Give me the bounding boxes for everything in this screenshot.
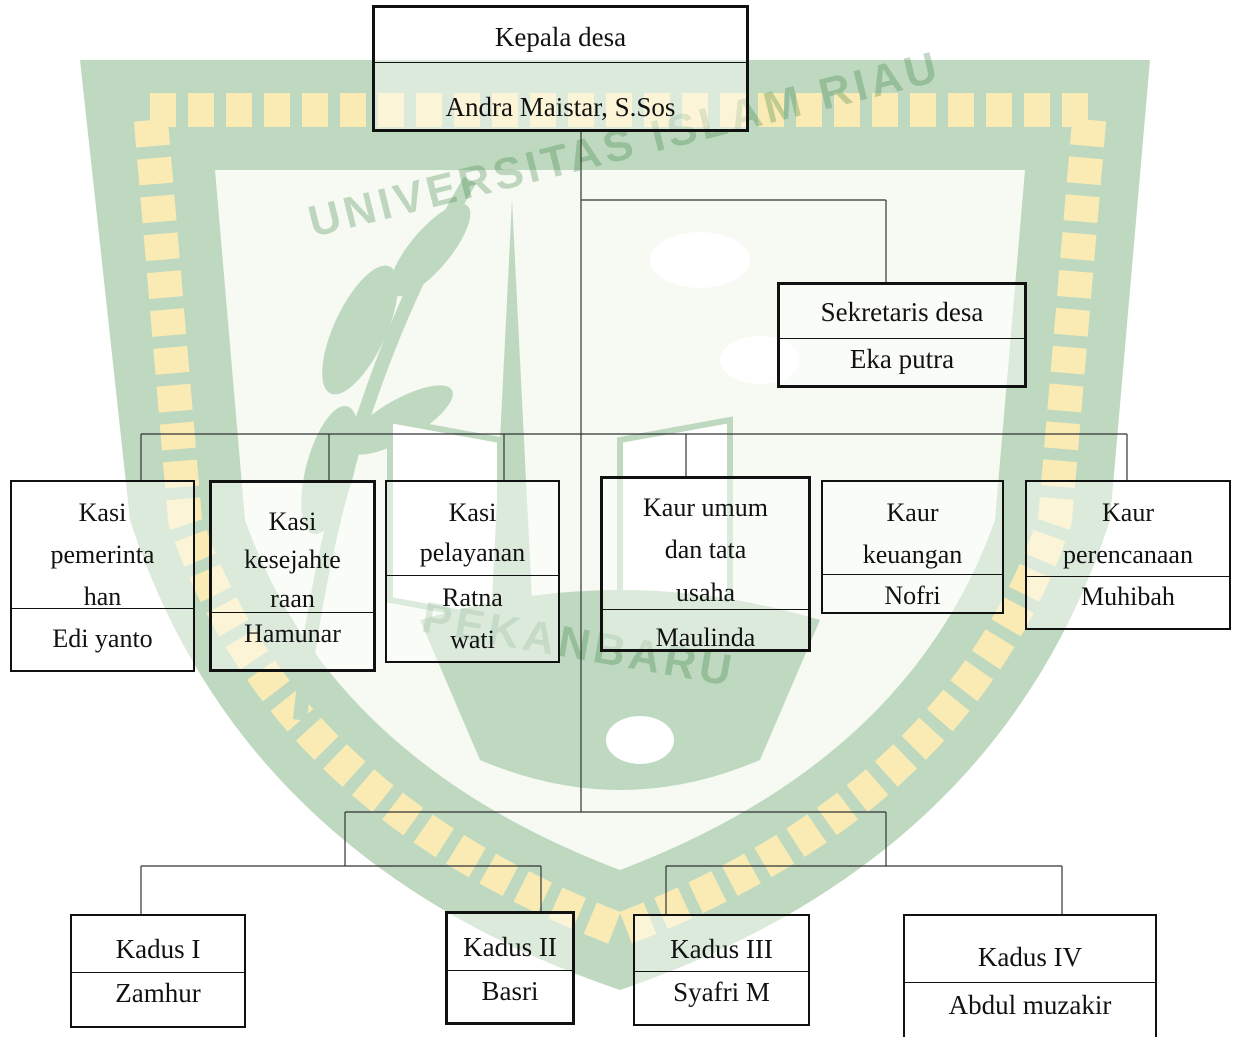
staff-divider (603, 609, 808, 610)
staff-box-2: Kasi kesejahte raan Hamunar (209, 480, 376, 672)
hamlet-divider (448, 970, 572, 971)
hamlet-divider (72, 972, 244, 973)
hamlet-name: Zamhur (115, 978, 201, 1008)
staff-title-line: Kasi (78, 498, 127, 527)
hamlet-box-2: Kadus II Basri (445, 911, 575, 1025)
hamlet-box-4: Kadus IV Abdul muzakir (903, 914, 1157, 1037)
secretary-title: Sekretaris desa (820, 297, 984, 327)
hamlet-divider (905, 982, 1155, 983)
staff-name-line: wati (450, 625, 495, 654)
staff-box-5: Kaur keuangan Nofri (821, 480, 1004, 614)
secretary-divider (780, 338, 1024, 339)
hamlet-title: Kadus III (670, 934, 773, 964)
hamlet-box-3: Kadus III Syafri M (633, 914, 810, 1026)
staff-divider (823, 574, 1002, 575)
hamlet-name: Basri (481, 976, 539, 1006)
staff-title-line: Kaur (1102, 498, 1154, 527)
staff-box-1: Kasi pemerinta han Edi yanto (10, 480, 195, 672)
staff-title-line: Kaur umum (643, 493, 768, 522)
staff-title-line: raan (270, 584, 315, 613)
staff-title-line: dan tata (664, 535, 747, 564)
open-book (387, 416, 733, 624)
head-name: Andra Maistar, S.Sos (445, 92, 676, 122)
staff-divider (387, 575, 558, 576)
staff-title-line: Kasi (268, 507, 317, 536)
hamlet-title: Kadus IV (977, 942, 1083, 972)
staff-name: Edi yanto (52, 624, 153, 653)
head-title: Kepala desa (494, 22, 627, 52)
shield-shape (80, 60, 1150, 990)
eagle-shape (420, 590, 820, 790)
rope-border (131, 93, 1109, 949)
staff-divider (12, 608, 193, 609)
inner-field (215, 170, 1025, 870)
staff-title-line: Kaur (886, 498, 939, 527)
hamlet-name: Syafri M (673, 977, 770, 1007)
staff-box-6: Kaur perencanaan Muhibah (1025, 480, 1231, 630)
staff-name: Muhibah (1081, 582, 1175, 611)
staff-title-line: kesejahte (244, 545, 341, 574)
staff-divider (1027, 576, 1229, 577)
staff-name-line: Ratna (442, 583, 503, 612)
secretary-box: Sekretaris desa Eka putra (777, 282, 1027, 388)
staff-box-4: Kaur umum dan tata usaha Maulinda (600, 476, 811, 652)
staff-title-line: keuangan (862, 540, 963, 569)
staff-title-line: han (83, 582, 122, 611)
head-box: Kepala desa Andra Maistar, S.Sos (372, 5, 749, 132)
staff-title-line: Kasi (448, 498, 497, 527)
staff-title-line: usaha (675, 578, 736, 607)
staff-name: Nofri (884, 581, 941, 610)
secretary-name: Eka putra (849, 344, 955, 374)
staff-name: Hamunar (244, 619, 341, 648)
hamlet-box-1: Kadus I Zamhur (70, 914, 246, 1028)
leaf-branch (293, 176, 477, 721)
tower (490, 200, 534, 640)
hamlet-title: Kadus I (115, 934, 201, 964)
head-divider (375, 62, 746, 63)
staff-name: Maulinda (655, 623, 756, 652)
hamlet-title: Kadus II (463, 932, 557, 962)
staff-title-line: perencanaan (1063, 540, 1193, 569)
staff-box-3: Kasi pelayanan Ratna wati (385, 480, 560, 663)
hamlet-name: Abdul muzakir (948, 990, 1112, 1020)
staff-divider (212, 612, 373, 613)
staff-title-line: pelayanan (419, 538, 526, 567)
staff-title-line: pemerinta (50, 540, 155, 569)
hamlet-divider (635, 971, 808, 972)
